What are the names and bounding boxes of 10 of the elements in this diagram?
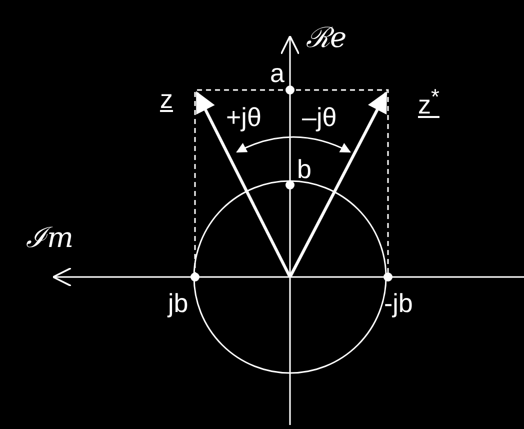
angle-label: +jθ bbox=[226, 104, 262, 130]
point-label: jb bbox=[168, 290, 188, 316]
angle-label: –jθ bbox=[302, 104, 337, 130]
vector-label: z$^{*}$ bbox=[418, 86, 440, 118]
point-label: a bbox=[270, 60, 284, 86]
point-label: b bbox=[297, 156, 312, 182]
axis-label: ℐm bbox=[26, 224, 74, 252]
point-label: -jb bbox=[384, 290, 413, 316]
axis-label: ℛe bbox=[306, 24, 347, 52]
vector-label: z bbox=[160, 86, 173, 112]
